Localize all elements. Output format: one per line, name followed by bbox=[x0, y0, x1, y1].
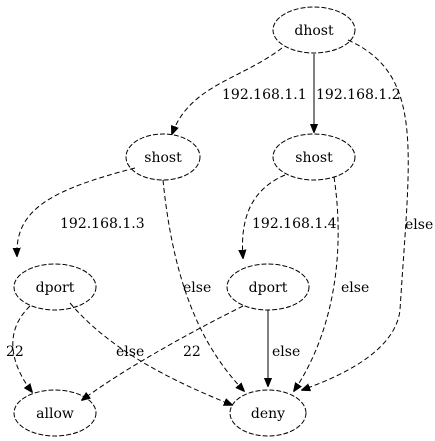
edge-dhost-to-shost-left bbox=[172, 47, 283, 134]
edge-dhost-to-deny bbox=[302, 39, 409, 390]
node-dhost-shape bbox=[272, 6, 356, 54]
node-shost-right-label: shost bbox=[295, 150, 333, 166]
edge-label-dport-left-allow: 22 bbox=[6, 344, 24, 360]
edge-label-shost-left-deny: else bbox=[183, 280, 211, 296]
edge-shost-right-to-dport-right bbox=[242, 174, 286, 258]
node-allow-label: allow bbox=[36, 406, 74, 422]
node-dport-right-shape bbox=[226, 263, 310, 311]
edge-shost-left-to-deny bbox=[162, 179, 244, 391]
node-allow: allow bbox=[13, 389, 97, 437]
edge-dport-left-to-deny bbox=[69, 302, 232, 405]
node-dport-left-label: dport bbox=[36, 280, 75, 296]
node-dport-left: dport bbox=[13, 263, 97, 311]
node-dhost-label: dhost bbox=[294, 23, 334, 39]
edge-label-shost-left-dport-left: 192.168.1.3 bbox=[60, 216, 145, 232]
edge-label-dhost-shost-right: 192.168.1.2 bbox=[316, 87, 401, 103]
edge-label-shost-right-dport-right: 192.168.1.4 bbox=[252, 216, 337, 232]
node-shost-right: shost bbox=[272, 133, 356, 181]
edge-dport-left-to-allow bbox=[12, 305, 32, 392]
node-shost-right-shape bbox=[272, 133, 356, 181]
node-shost-left-shape bbox=[125, 133, 201, 181]
edge-label-dport-right-allow: 22 bbox=[183, 344, 201, 360]
edge-shost-right-to-deny bbox=[294, 176, 339, 391]
edge-label-shost-right-deny: else bbox=[341, 280, 369, 296]
node-dhost: dhost bbox=[272, 6, 356, 54]
edge-shost-left-to-dport-left bbox=[17, 167, 136, 256]
node-deny-label: deny bbox=[251, 406, 285, 422]
edge-dport-right-to-allow bbox=[82, 305, 244, 400]
node-dport-left-shape bbox=[13, 263, 97, 311]
node-dport-right: dport bbox=[226, 263, 310, 311]
node-shost-left: shost bbox=[125, 133, 201, 181]
node-allow-shape bbox=[13, 389, 97, 437]
edge-labels-group: 192.168.1.1 192.168.1.2 else 192.168.1.3… bbox=[6, 87, 433, 360]
edge-label-dport-left-deny: else bbox=[116, 344, 144, 360]
node-deny-shape bbox=[229, 389, 307, 437]
edge-label-dhost-shost-left: 192.168.1.1 bbox=[222, 87, 307, 103]
edge-label-dhost-deny: else bbox=[405, 217, 433, 233]
node-shost-left-label: shost bbox=[144, 150, 182, 166]
node-dport-right-label: dport bbox=[249, 280, 288, 296]
edge-label-dport-right-deny: else bbox=[272, 344, 300, 360]
node-deny: deny bbox=[229, 389, 307, 437]
edges-group bbox=[12, 39, 409, 405]
